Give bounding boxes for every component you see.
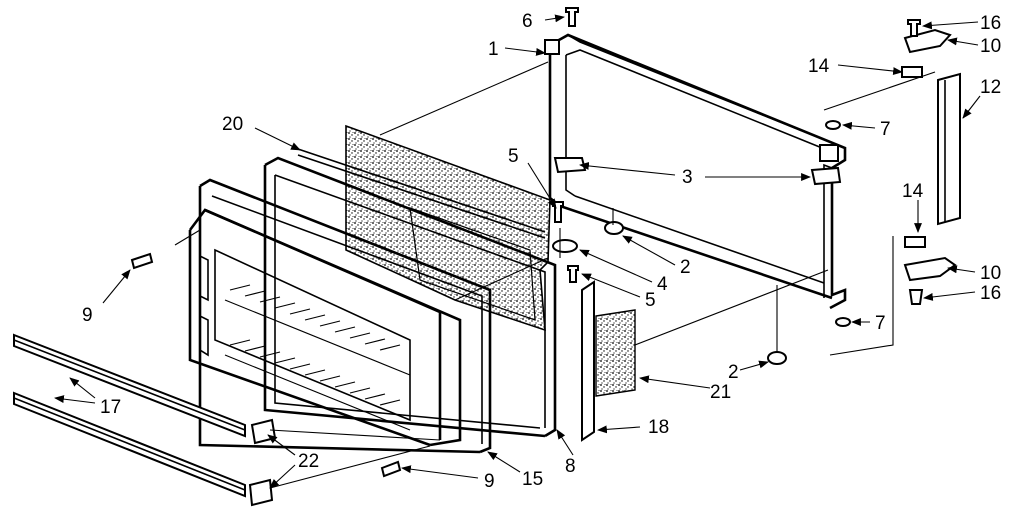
mounting-bracket: [553, 157, 842, 186]
callout-14-lower: 14: [902, 181, 924, 202]
callout-1: 1: [488, 39, 499, 60]
callout-labels: 6 1 16 10 14 12 7 20 5 3 14 2 4 10 5 16 …: [82, 11, 1001, 492]
callout-12: 12: [980, 77, 1001, 98]
callout-7-lower: 7: [875, 313, 886, 334]
callout-8: 8: [565, 456, 576, 477]
trim-strip: [13, 333, 246, 498]
callout-18: 18: [648, 417, 669, 438]
callout-21: 21: [710, 382, 731, 403]
callout-10: 10: [980, 36, 1001, 57]
callout-6: 6: [522, 11, 533, 32]
fasteners: [130, 7, 924, 478]
callout-15: 15: [522, 469, 543, 490]
callout-2-lower: 2: [728, 362, 739, 383]
callout-16-lower: 16: [980, 283, 1001, 304]
callout-14: 14: [808, 56, 830, 77]
callout-3: 3: [682, 167, 693, 188]
speckled-panel-21: [595, 309, 636, 397]
callout-9-lower: 9: [484, 471, 495, 492]
assembly-guide-lines: [174, 61, 936, 489]
end-cap: [248, 418, 277, 507]
callout-17: 17: [100, 397, 121, 418]
callout-20: 20: [222, 114, 243, 135]
hinge-column: [937, 72, 961, 226]
callout-5-lower: 5: [645, 290, 656, 311]
callout-10-lower: 10: [980, 263, 1001, 284]
callout-2: 2: [680, 257, 691, 278]
callout-4: 4: [657, 274, 668, 295]
callout-16: 16: [980, 13, 1001, 34]
callout-7: 7: [880, 119, 891, 140]
lower-hinge: [903, 236, 957, 282]
drawer-basket: [188, 208, 462, 447]
callout-5: 5: [508, 146, 519, 167]
door-gasket-strip: [294, 147, 546, 239]
upper-hinge: [901, 28, 952, 78]
leader-lines: [54, 14, 981, 489]
callout-9: 9: [82, 305, 93, 326]
insulation-panel: [345, 124, 551, 332]
hinge-strip-18: [581, 280, 595, 442]
door-liner-frame: [263, 156, 557, 438]
callout-22: 22: [298, 451, 319, 472]
door-frame: [544, 33, 847, 310]
